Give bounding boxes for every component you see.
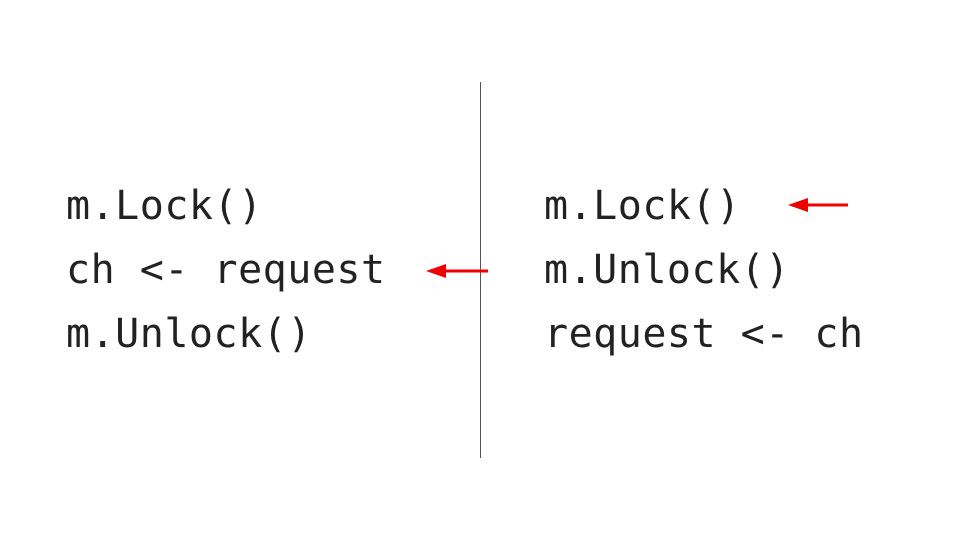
- code-line-lock: m.Lock(): [66, 183, 263, 229]
- code-line-lock: m.Lock(): [544, 183, 741, 229]
- left-code-block: m.Lock() ch <- request m.Unlock(): [66, 174, 386, 366]
- left-arrow-icon: [426, 264, 488, 278]
- code-line-unlock: m.Unlock(): [66, 311, 312, 357]
- right-code-block: m.Lock() m.Unlock() request <- ch: [544, 174, 864, 366]
- code-line-unlock: m.Unlock(): [544, 247, 790, 293]
- code-line-receive: request <- ch: [544, 311, 864, 357]
- right-code-arrow-icon: [788, 198, 848, 212]
- code-line-send: ch <- request: [66, 247, 386, 293]
